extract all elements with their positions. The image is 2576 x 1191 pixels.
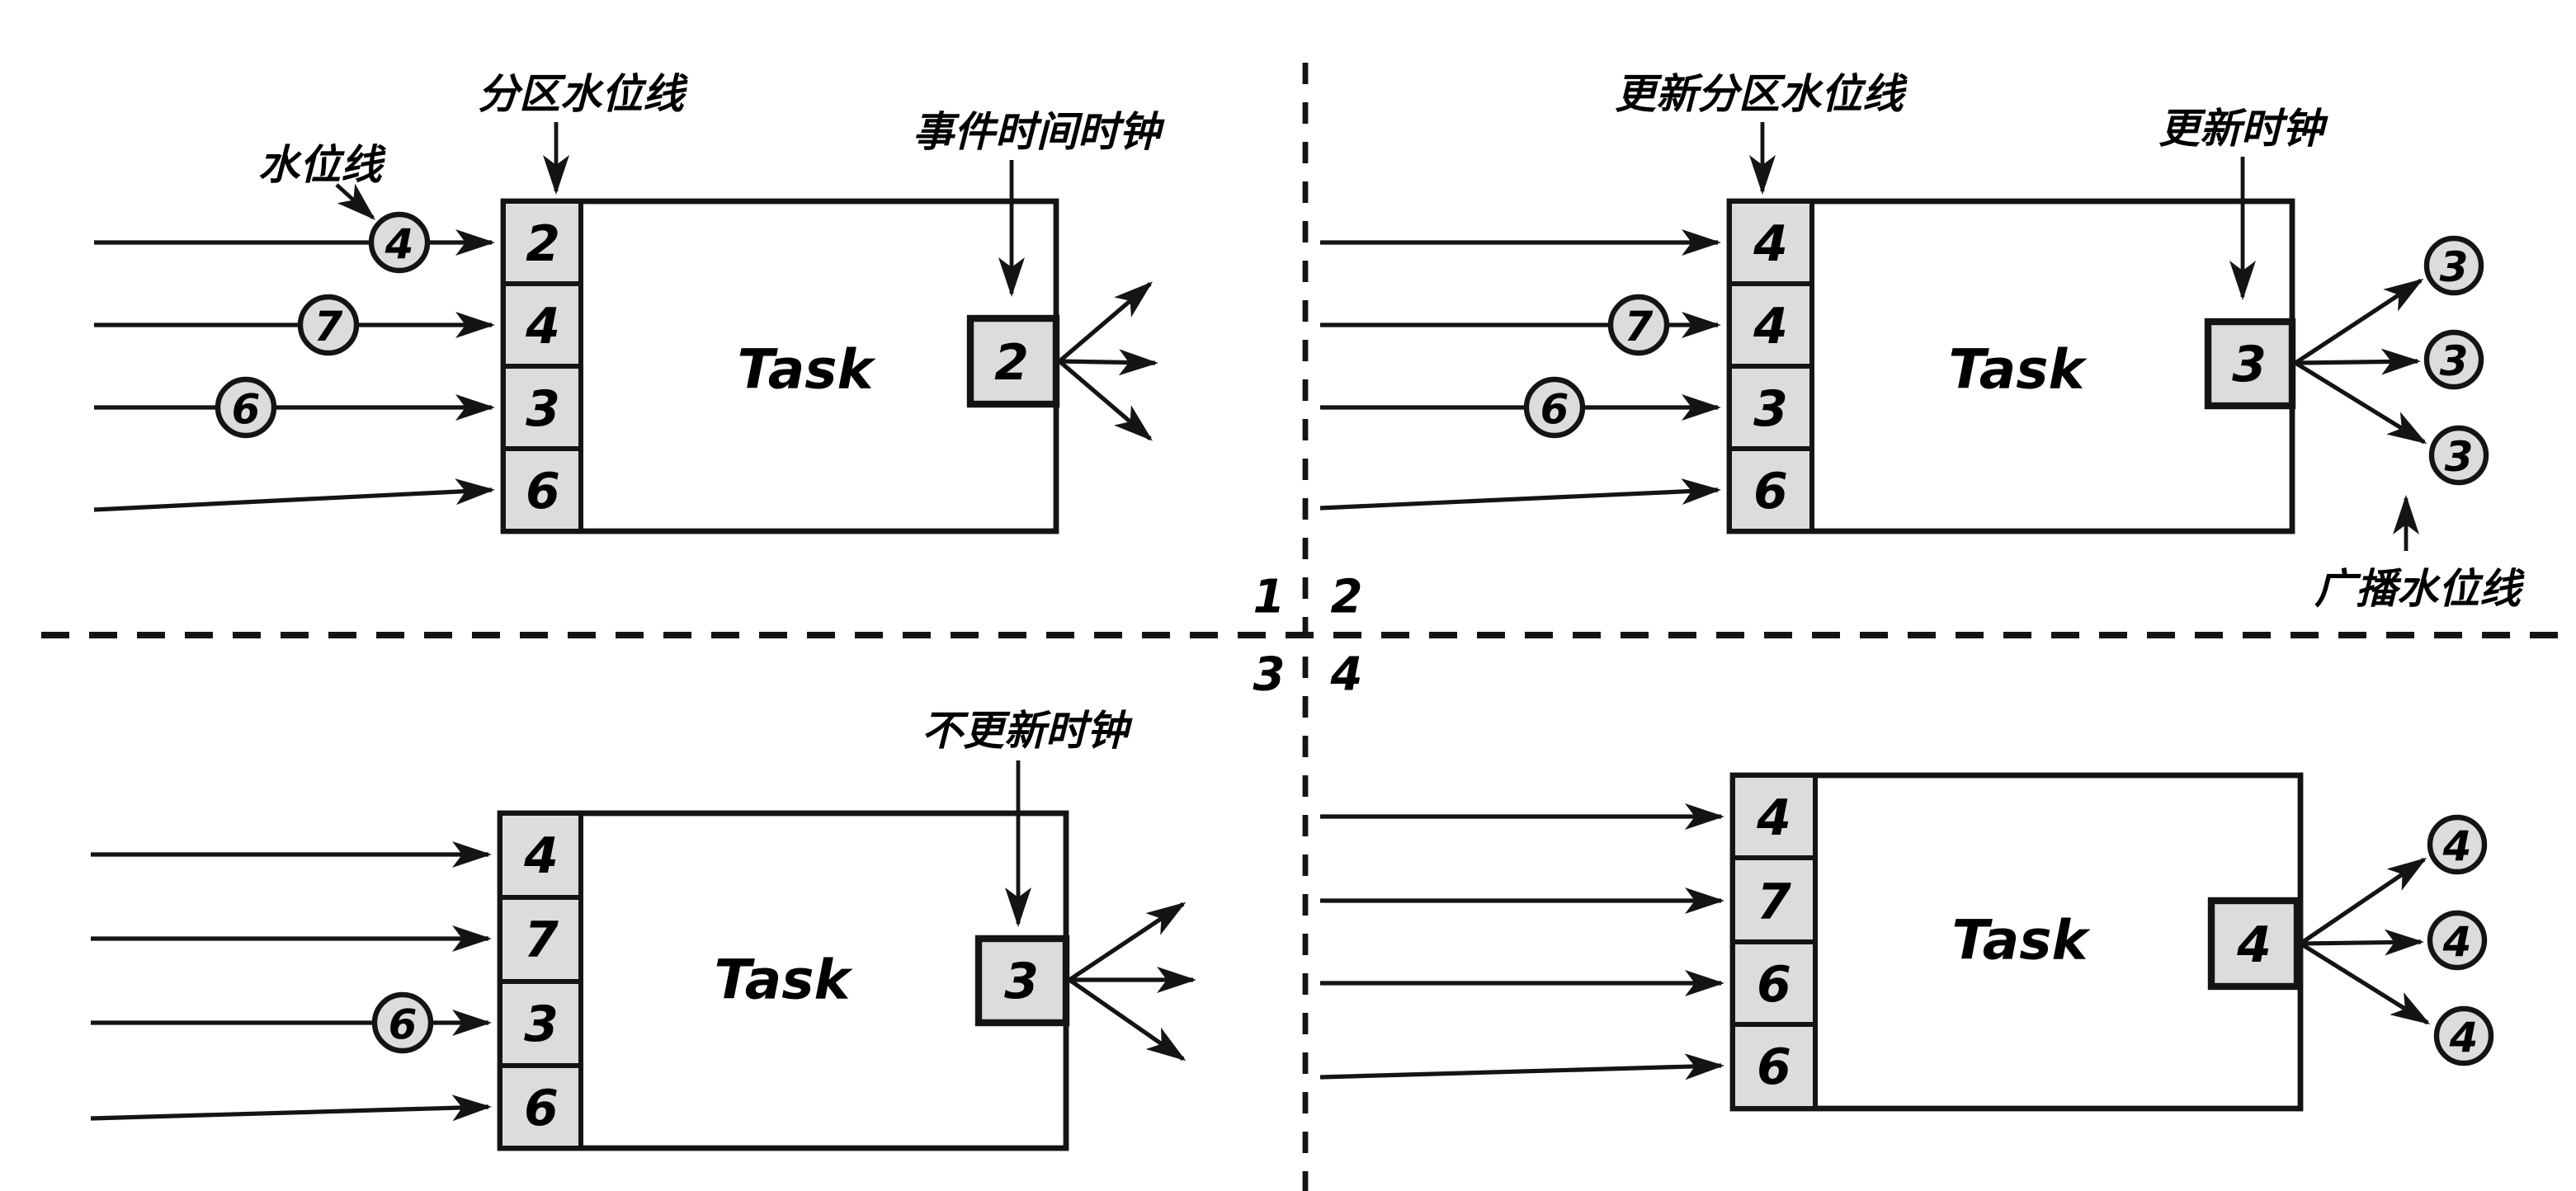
q1-partition-cell-3	[501, 364, 583, 451]
q1-partition-cell-4	[501, 446, 583, 534]
q2-clock-box	[2204, 318, 2296, 410]
q1-watermark-annotation: 水位线	[258, 141, 386, 189]
q2-output-arrow-1	[2294, 278, 2424, 365]
q1-watermark-value-1: 4	[385, 220, 414, 268]
q3-partition-value-2: 7	[524, 911, 559, 969]
q1-output-arrow-1	[1058, 281, 1154, 363]
q4-input-stream-4	[1319, 1053, 1724, 1080]
q1-task-box	[500, 198, 1059, 534]
q4-output-arrow-2	[2300, 929, 2424, 956]
q3-watermark-circle-3	[371, 991, 434, 1054]
q1-event-time-clock-annotation: 事件时间时钟	[913, 108, 1165, 156]
q2-broadcast-circle-2	[2423, 329, 2484, 390]
quadrant-number-4: 4	[1330, 648, 1363, 702]
q2-broadcast-circle-1	[2423, 235, 2484, 296]
q3-task-box	[497, 810, 1069, 1151]
q1-partition-cell-1	[501, 199, 583, 286]
q4-partition-cell-4	[1730, 1022, 1818, 1111]
q3-input-stream-4	[90, 1094, 492, 1122]
q4-output-arrow-3	[2299, 941, 2431, 1025]
q4-clock-value: 4	[2236, 916, 2272, 974]
q2-broadcast-watermark-annotation: 广播水位线	[2314, 565, 2525, 613]
q2-watermark-circle-3	[1523, 376, 1586, 439]
q2-update-clock-annotation: 更新时钟	[2158, 105, 2328, 153]
q4-broadcast-circle-1	[2427, 814, 2488, 875]
quadrant-number-3: 3	[1253, 648, 1286, 702]
quadrant-2: 7 6 Task 4 4 3 6 3 3 3 3 更新分区水位线 更新时钟 广播…	[1319, 70, 2525, 613]
q1-watermark-circle-1	[368, 211, 431, 274]
q4-partition-cell-3	[1730, 939, 1818, 1027]
q1-output-arrow-3	[1058, 360, 1154, 441]
q1-watermark-annotation-arrow	[335, 183, 375, 220]
q2-clock-value: 3	[2232, 336, 2267, 393]
q4-broadcast-value-2: 4	[2442, 918, 2472, 966]
q3-clock-value: 3	[1004, 953, 1039, 1010]
q2-partition-value-2: 4	[1753, 298, 1788, 355]
q2-broadcast-value-1: 3	[2440, 243, 2469, 291]
q1-event-time-clock-box	[966, 314, 1060, 408]
q1-partition-value-2: 4	[525, 298, 560, 355]
q2-broadcast-value-2: 3	[2440, 337, 2469, 385]
q2-partition-cell-4	[1727, 446, 1814, 534]
q1-watermark-circle-3	[215, 376, 277, 439]
q4-partition-value-3: 6	[1757, 956, 1791, 1014]
q3-partition-value-4: 6	[524, 1080, 559, 1137]
q2-watermark-circle-2	[1607, 294, 1670, 356]
q1-watermark-circle-2	[297, 294, 360, 356]
q2-partition-value-4: 6	[1753, 463, 1788, 520]
q1-watermark-value-2: 7	[314, 303, 343, 351]
q2-watermark-value-2: 7	[1625, 303, 1654, 351]
quadrant-1: 4 7 6 Task 2 4 3 6 2 水位线 分区水位线 事件时间时钟	[93, 70, 1165, 534]
q1-partition-watermark-annotation: 分区水位线	[478, 70, 688, 118]
q4-task-label: Task	[1952, 909, 2092, 972]
q4-partition-value-4: 6	[1757, 1038, 1791, 1096]
q1-task-label: Task	[738, 338, 877, 402]
q2-input-stream-4	[1319, 478, 1721, 511]
q2-partition-value-3: 3	[1753, 380, 1788, 438]
q4-broadcast-circle-3	[2433, 1005, 2494, 1066]
q4-partition-value-2: 7	[1757, 873, 1791, 931]
q1-partition-value-1: 2	[526, 215, 560, 273]
q2-partition-cell-3	[1727, 364, 1814, 451]
q3-partition-cell-1	[498, 811, 583, 900]
q4-output-arrow-1	[2299, 857, 2427, 946]
quadrant-separators: 1 2 3 4	[41, 63, 2568, 1191]
q4-task-box	[1729, 772, 2304, 1112]
q4-broadcast-circle-2	[2427, 910, 2488, 971]
q1-watermark-value-3: 6	[232, 385, 261, 433]
q3-partition-value-3: 3	[524, 996, 559, 1053]
q3-output-arrow-3	[1068, 977, 1187, 1062]
q1-clock-value: 2	[994, 334, 1029, 392]
q2-watermark-value-3: 6	[1540, 385, 1569, 433]
q1-input-stream-4	[93, 478, 495, 512]
q3-output-arrow-1	[1068, 901, 1187, 982]
q2-output-arrow-3	[2294, 360, 2427, 445]
q3-partition-value-1: 4	[523, 827, 559, 885]
quadrant-4: Task 4 7 6 6 4 4 4 4	[1319, 772, 2494, 1112]
quadrant-number-1: 1	[1253, 571, 1286, 624]
q4-broadcast-value-3: 4	[2449, 1014, 2479, 1062]
q2-update-partition-watermark-annotation: 更新分区水位线	[1615, 70, 1908, 118]
quadrant-3: 6 Task 4 7 3 6 3 不更新时钟	[90, 707, 1196, 1151]
q2-broadcast-value-3: 3	[2445, 433, 2474, 481]
q1-partition-value-4: 6	[526, 463, 560, 520]
q2-broadcast-circle-3	[2428, 425, 2489, 486]
q2-task-label: Task	[1949, 338, 2088, 402]
quadrant-number-2: 2	[1331, 571, 1363, 624]
q1-partition-cell-2	[501, 281, 583, 369]
q3-no-update-clock-annotation: 不更新时钟	[922, 707, 1133, 755]
q4-clock-box	[2207, 897, 2301, 991]
q2-partition-value-1: 4	[1753, 215, 1788, 273]
q3-partition-cell-3	[498, 979, 583, 1068]
q3-watermark-value-3: 6	[389, 1000, 418, 1048]
q1-output-arrow-2	[1059, 349, 1158, 376]
q3-partition-cell-4	[498, 1063, 583, 1151]
q3-task-label: Task	[715, 949, 854, 1012]
q3-clock-box	[974, 934, 1070, 1027]
q4-broadcast-value-1: 4	[2442, 822, 2472, 870]
q1-partition-value-3: 3	[526, 380, 560, 438]
q4-partition-value-1: 4	[1756, 789, 1791, 847]
q2-output-arrow-2	[2295, 348, 2421, 375]
